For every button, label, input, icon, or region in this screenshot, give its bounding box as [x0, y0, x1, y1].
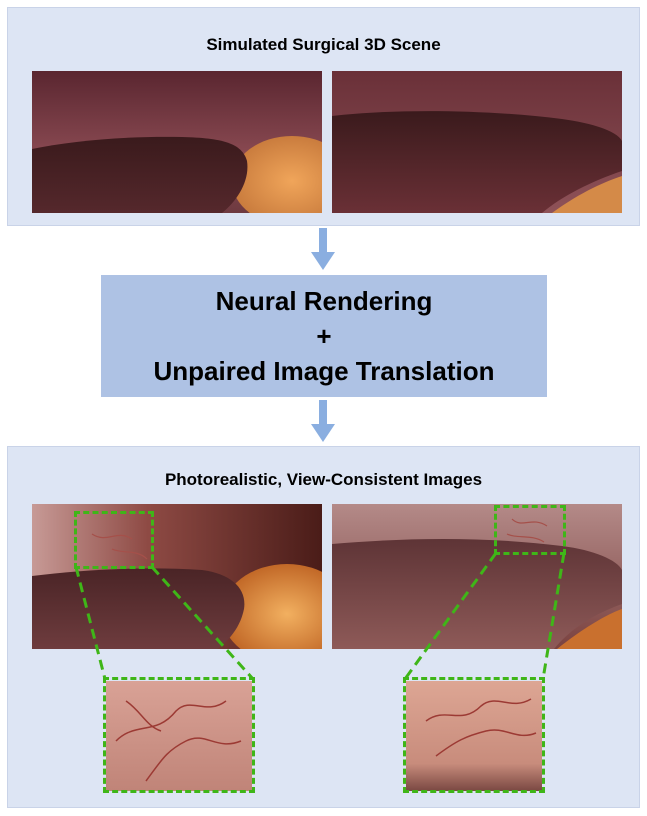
- zoomed-crop-left: [106, 681, 252, 791]
- zoom-box-left: [103, 677, 255, 793]
- method-line-neural-rendering: Neural Rendering: [215, 285, 433, 316]
- method-box: Neural Rendering + Unpaired Image Transl…: [101, 275, 547, 397]
- simulated-scene-panel: Simulated Surgical 3D Scene: [7, 7, 640, 226]
- zoom-region-left: [74, 511, 154, 569]
- zoom-box-right: [403, 677, 545, 793]
- simulated-scene-title: Simulated Surgical 3D Scene: [206, 35, 441, 54]
- photorealistic-title: Photorealistic, View-Consistent Images: [164, 470, 483, 489]
- method-line-plus: +: [316, 320, 332, 351]
- zoom-region-right: [494, 505, 566, 555]
- down-arrow-2: [311, 400, 335, 442]
- simulated-render-right: [332, 71, 622, 213]
- method-line-unpaired-translation: Unpaired Image Translation: [153, 355, 495, 386]
- photorealistic-panel: Photorealistic, View-Consistent Images: [7, 446, 640, 808]
- simulated-render-left: [32, 71, 322, 213]
- photorealistic-image-right: [332, 504, 622, 649]
- down-arrow-1: [311, 228, 335, 270]
- zoomed-crop-right: [406, 681, 542, 791]
